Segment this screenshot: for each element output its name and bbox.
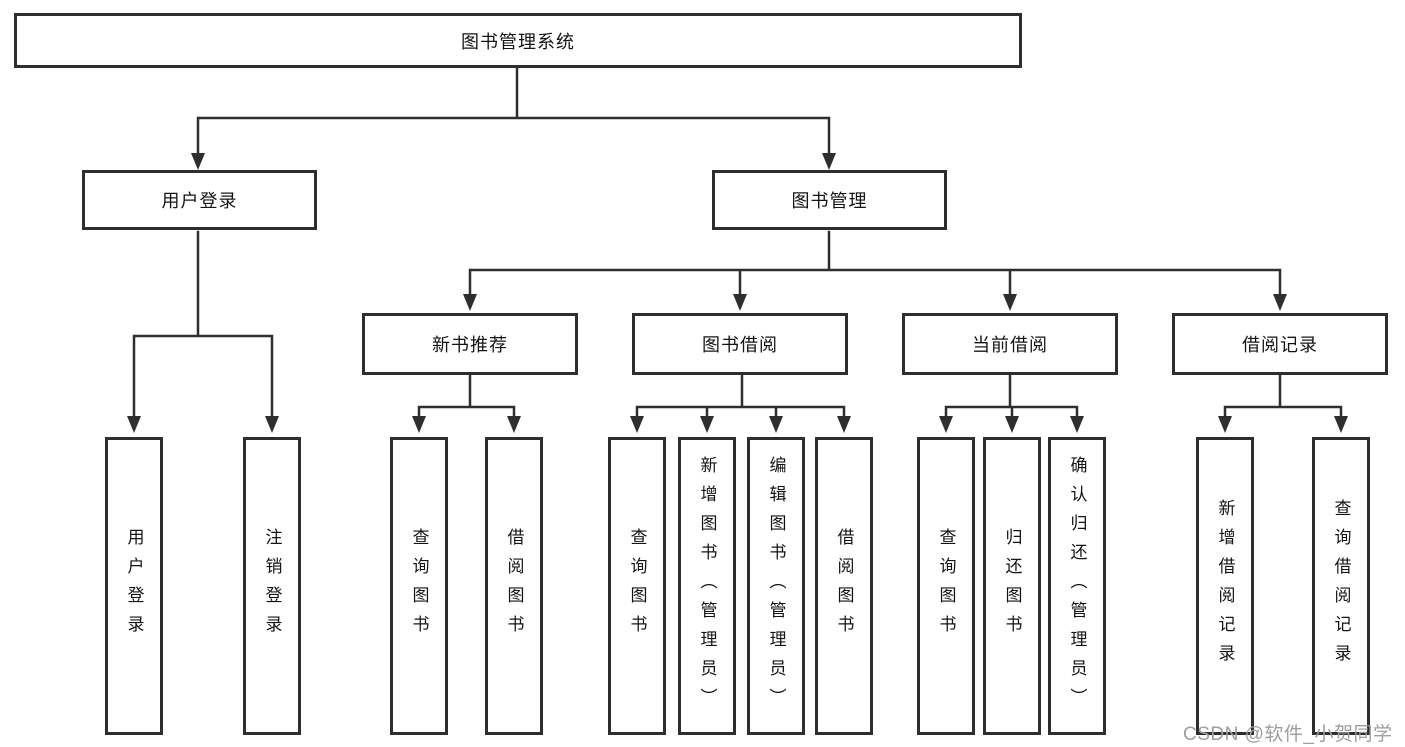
arrow-down-icon	[1005, 416, 1019, 433]
node-label: 确认归还（管理员）	[1067, 455, 1087, 717]
leaf-query-books-current: 查询图书	[917, 437, 975, 735]
node-label: 查询借阅记录	[1331, 499, 1351, 673]
node-book-management: 图书管理	[712, 170, 947, 230]
node-label: 图书借阅	[702, 335, 778, 355]
node-label: 注销登录	[262, 528, 282, 644]
arrow-down-icon	[191, 153, 205, 170]
node-label: 新增图书（管理员）	[697, 455, 717, 717]
arrow-down-icon	[507, 416, 521, 433]
node-borrowing-records: 借阅记录	[1172, 313, 1388, 375]
node-label: 用户登录	[161, 191, 238, 211]
node-label: 借阅图书	[834, 528, 854, 644]
arrow-down-icon	[837, 416, 851, 433]
leaf-logout-login: 注销登录	[243, 437, 301, 735]
arrow-down-icon	[630, 416, 644, 433]
node-label: 用户登录	[124, 528, 144, 644]
node-label: 新书推荐	[432, 335, 508, 355]
leaf-borrow-books-recommend: 借阅图书	[485, 437, 543, 735]
node-label: 归还图书	[1002, 528, 1022, 644]
leaf-query-books-recommend: 查询图书	[390, 437, 448, 735]
arrow-down-icon	[127, 416, 141, 433]
leaf-query-borrow-record: 查询借阅记录	[1312, 437, 1370, 735]
leaf-confirm-return-admin: 确认归还（管理员）	[1048, 437, 1106, 735]
leaf-user-login: 用户登录	[105, 437, 163, 735]
node-current-borrowing: 当前借阅	[902, 313, 1118, 375]
node-label: 编辑图书（管理员）	[766, 455, 786, 717]
tree-edges	[132, 66, 1343, 419]
leaf-borrow-books: 借阅图书	[815, 437, 873, 735]
arrow-down-icon	[463, 294, 477, 311]
node-label: 借阅图书	[504, 528, 524, 644]
node-label: 查询图书	[409, 528, 429, 644]
leaf-return-books: 归还图书	[983, 437, 1041, 735]
arrow-down-icon	[1334, 416, 1348, 433]
watermark-text: CSDN @软件_小贺同学	[1183, 724, 1393, 745]
node-user-login: 用户登录	[82, 170, 317, 230]
arrow-down-icon	[822, 153, 836, 170]
node-library-management-system: 图书管理系统	[14, 13, 1022, 68]
arrow-down-icon	[939, 416, 953, 433]
node-label: 借阅记录	[1242, 335, 1318, 355]
node-new-book-recommendation: 新书推荐	[362, 313, 578, 375]
arrow-down-icon	[700, 416, 714, 433]
arrow-down-icon	[1273, 294, 1287, 311]
arrow-down-icon	[1003, 294, 1017, 311]
node-book-borrowing: 图书借阅	[632, 313, 848, 375]
leaf-add-books-admin: 新增图书（管理员）	[678, 437, 736, 735]
arrow-down-icon	[412, 416, 426, 433]
leaf-edit-books-admin: 编辑图书（管理员）	[747, 437, 805, 735]
node-label: 新增借阅记录	[1215, 499, 1235, 673]
arrow-down-icon	[265, 416, 279, 433]
node-label: 查询图书	[627, 528, 647, 644]
leaf-add-borrow-record: 新增借阅记录	[1196, 437, 1254, 735]
node-label: 查询图书	[936, 528, 956, 644]
node-label: 当前借阅	[972, 335, 1048, 355]
leaf-query-books-borrow: 查询图书	[608, 437, 666, 735]
arrow-down-icon	[769, 416, 783, 433]
arrow-down-icon	[733, 294, 747, 311]
node-label: 图书管理	[791, 191, 868, 211]
arrow-down-icon	[1218, 416, 1232, 433]
arrowheads	[127, 153, 1348, 433]
node-label: 图书管理系统	[461, 31, 575, 52]
arrow-down-icon	[1070, 416, 1084, 433]
